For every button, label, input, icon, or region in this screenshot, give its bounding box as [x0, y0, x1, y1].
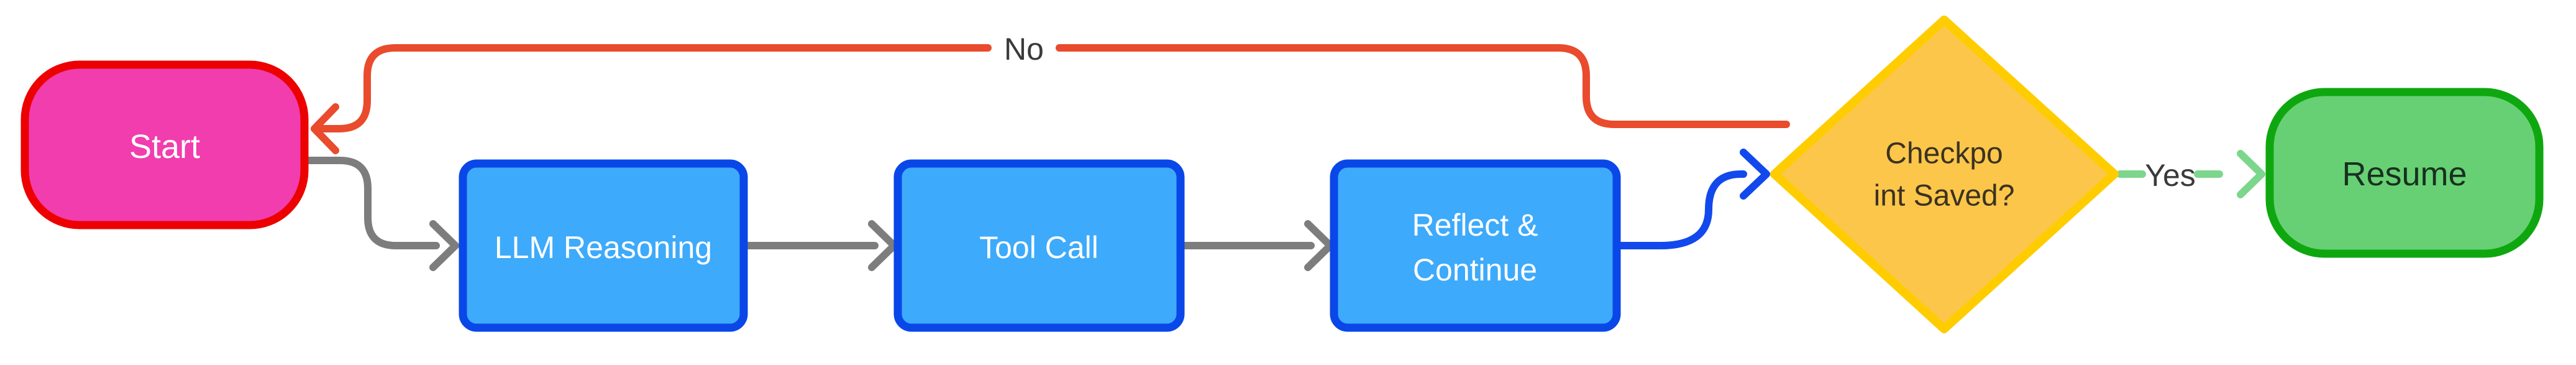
no-edge-arrowhead-icon	[311, 103, 339, 154]
start-llm-edge-line	[305, 157, 440, 249]
node-tool-call: Tool Call	[893, 159, 1185, 332]
tool-node-label: Tool Call	[979, 230, 1098, 265]
decision-node-label-line1: Checkpo	[1885, 137, 2003, 170]
reflect-node-label-line1: Reflect &	[1412, 208, 1538, 243]
yes-edge-arrowhead-icon	[2237, 150, 2265, 198]
decision-node-shape	[1770, 16, 2119, 333]
edge-llm-to-tool	[744, 220, 898, 271]
resume-node-shape	[2265, 88, 2544, 258]
edge-start-to-llm	[305, 157, 459, 271]
start-node-label: Start	[129, 128, 200, 165]
node-resume: Resume	[2265, 88, 2544, 258]
edge-decision-no-to-start: No	[311, 32, 1790, 154]
reflect-node-shape	[1330, 159, 1621, 332]
edge-reflect-to-decision	[1617, 149, 1770, 249]
node-llm-reasoning: LLM Reasoning	[459, 159, 748, 332]
edge-tool-to-reflect	[1181, 220, 1334, 271]
yes-edge-label: Yes	[2145, 158, 2196, 193]
start-llm-arrowhead-icon	[429, 220, 459, 271]
edge-decision-yes-to-resume: Yes	[2116, 150, 2265, 198]
no-edge-line-left-segment	[316, 44, 992, 132]
llm-node-shape	[459, 159, 748, 332]
tool-node-shape	[893, 159, 1185, 332]
start-node-shape	[21, 60, 309, 229]
no-edge-label: No	[1004, 32, 1044, 67]
node-reflect-continue: Reflect & Continue	[1330, 159, 1621, 332]
reflect-node-label-line2: Continue	[1413, 252, 1537, 287]
node-start: Start	[21, 60, 309, 229]
decision-node-label-line2: int Saved?	[1874, 180, 2015, 213]
no-edge-line-right-segment	[1056, 44, 1790, 128]
reflect-decision-arrowhead-icon	[1740, 149, 1770, 200]
resume-node-label: Resume	[2342, 155, 2467, 193]
llm-node-label: LLM Reasoning	[495, 230, 712, 265]
reflect-decision-edge-line	[1617, 170, 1747, 249]
node-checkpoint-decision: Checkpo int Saved?	[1770, 16, 2119, 333]
